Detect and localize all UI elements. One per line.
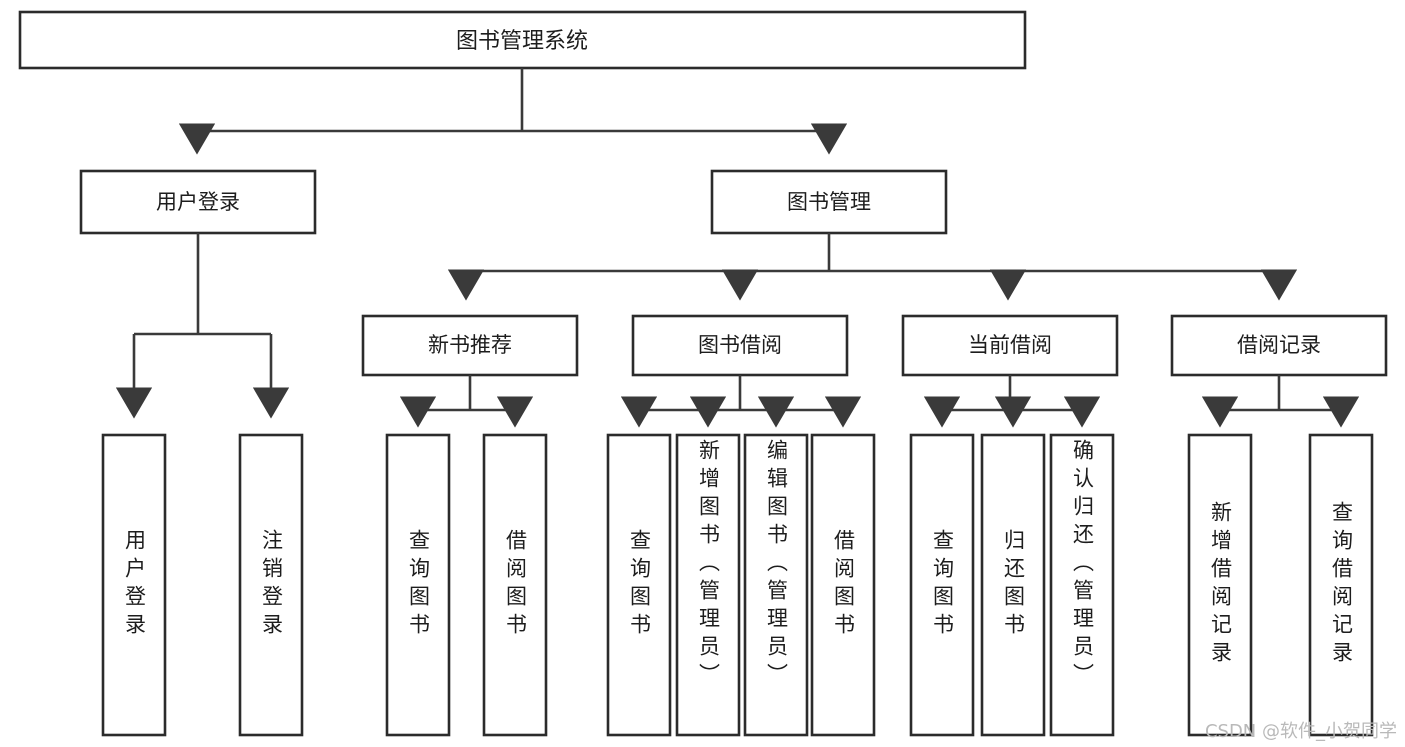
connector-book-management-to-level3 [447,233,1298,301]
node-user-login[interactable]: 用户登录 [79,169,317,235]
leaf-label-query-borrow-record: 查询借阅记录 [1329,501,1354,669]
leaf-label-query-book-3: 查询图书 [930,529,955,641]
connector-current-borrow-to-leaves [923,375,1101,428]
node-current-borrow-label: 当前借阅 [968,333,1052,357]
leaf-label-edit-book-admin: 编辑图书（管理员） [764,439,789,691]
node-new-book-recommend-label: 新书推荐 [428,333,512,357]
leaf-rect-borrow-book-2[interactable] [810,433,876,737]
watermark-text: CSDN @软件_小贺同学 [1204,721,1397,742]
leaf-label-user-login: 用户登录 [122,529,147,641]
leaf-label-box-logout[interactable]: 注销登录 [240,435,302,735]
leaf-label-box-user-login[interactable]: 用户登录 [103,435,165,735]
leaf-label-box-return-book[interactable]: 归还图书 [982,435,1044,735]
leaf-rect-user-login[interactable] [101,433,167,737]
connector-user-login-to-leaves [115,233,290,419]
leaf-label-logout: 注销登录 [259,529,284,641]
connector-borrow-record-to-leaves [1201,375,1360,428]
leaf-label-add-book-admin: 新增图书（管理员） [696,439,721,691]
node-root-label: 图书管理系统 [456,29,588,54]
leaf-rect-return-book[interactable] [980,433,1046,737]
leaf-label-box-add-book-admin[interactable]: 新增图书（管理员） [677,435,739,735]
leaf-label-box-query-book-3[interactable]: 查询图书 [911,435,973,735]
leaf-label-borrow-book-1: 借阅图书 [503,529,528,641]
node-current-borrow[interactable]: 当前借阅 [901,314,1119,377]
leaf-label-return-book: 归还图书 [1001,529,1026,641]
leaf-rect-edit-book-admin[interactable] [743,433,809,737]
leaf-rect-add-book-admin[interactable] [675,433,741,737]
node-book-borrow-rect [631,314,849,377]
leaf-rect-logout[interactable] [238,433,304,737]
leaf-label-box-borrow-book-1[interactable]: 借阅图书 [484,435,546,735]
leaf-rect-query-book-2[interactable] [606,433,672,737]
leaf-label-query-book-1: 查询图书 [406,529,431,641]
node-book-borrow-label: 图书借阅 [698,333,782,357]
node-borrow-record[interactable]: 借阅记录 [1170,314,1388,377]
leaf-label-box-query-book-2[interactable]: 查询图书 [608,435,670,735]
node-user-login-label: 用户登录 [156,190,240,214]
leaf-rect-query-book-1[interactable] [385,433,451,737]
node-book-borrow[interactable]: 图书借阅 [631,314,849,377]
leaf-label-query-book-2: 查询图书 [627,529,652,641]
node-root-rect [18,10,1027,70]
leaf-rect-query-borrow-record[interactable] [1308,433,1374,737]
leaf-label-confirm-return-admin: 确认归还（管理员） [1070,439,1095,691]
leaf-rects [101,433,1374,737]
leaf-label-add-borrow-record: 新增借阅记录 [1208,501,1233,669]
node-new-book-recommend-rect [361,314,579,377]
leaf-label-box-query-book-1[interactable]: 查询图书 [387,435,449,735]
node-borrow-record-rect [1170,314,1388,377]
node-new-book-recommend[interactable]: 新书推荐 [361,314,579,377]
leaf-label-box-edit-book-admin[interactable]: 编辑图书（管理员） [745,435,807,735]
leaf-rect-query-book-3[interactable] [909,433,975,737]
node-root[interactable]: 图书管理系统 [18,10,1027,70]
node-user-login-rect [79,169,317,235]
node-book-management-label: 图书管理 [787,190,871,214]
leaf-rect-borrow-book-1[interactable] [482,433,548,737]
connector-book-borrow-to-leaves [620,375,862,428]
leaf-label-borrow-book-2: 借阅图书 [831,529,856,641]
node-current-borrow-rect [901,314,1119,377]
leaf-rect-add-borrow-record[interactable] [1187,433,1253,737]
leaf-label-box-query-borrow-record[interactable]: 查询借阅记录 [1310,435,1372,735]
connector-root-to-level2 [178,68,848,155]
node-book-management[interactable]: 图书管理 [710,169,948,235]
leaf-label-box-borrow-book-2[interactable]: 借阅图书 [812,435,874,735]
leaf-label-box-confirm-return-admin[interactable]: 确认归还（管理员） [1051,435,1113,735]
node-borrow-record-label: 借阅记录 [1237,333,1321,357]
leaf-label-box-add-borrow-record[interactable]: 新增借阅记录 [1189,435,1251,735]
leaf-rect-confirm-return-admin[interactable] [1049,433,1115,737]
connector-new-book-recommend-to-leaves [399,375,534,428]
